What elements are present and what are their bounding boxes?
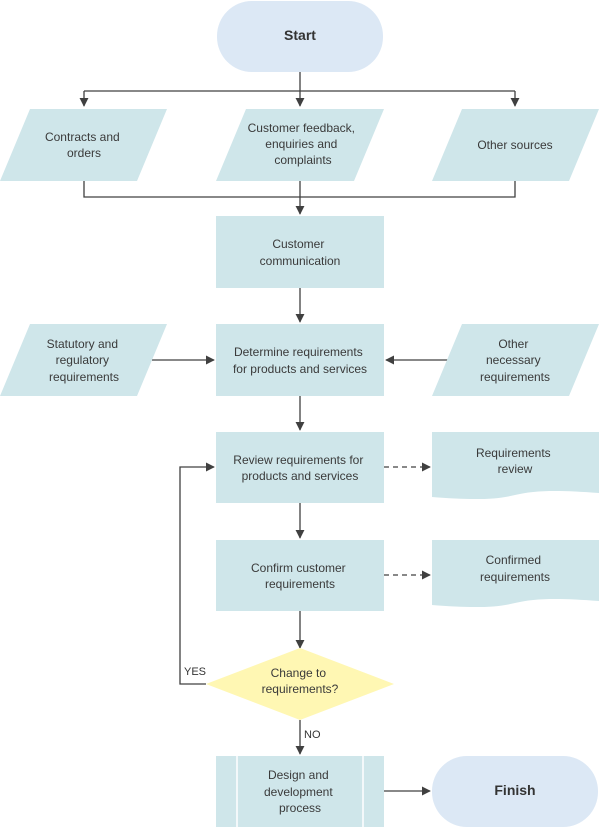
finish-node: Finish <box>432 756 598 827</box>
design-node: Design and development process <box>216 756 384 827</box>
customer-communication-label: Customer communication <box>260 237 341 268</box>
determine-node: Determine requirements for products and … <box>216 324 384 396</box>
edge-decision-yes-loop <box>179 462 215 685</box>
yes-label: YES <box>184 666 206 678</box>
feedback-node: Customer feedback, enquiries and complai… <box>216 109 384 181</box>
review-node: Review requirements for products and ser… <box>216 432 384 503</box>
confirm-label: Confirm customer requirements <box>251 561 349 591</box>
review-label: Review requirements for products and ser… <box>233 453 366 483</box>
customer-communication-node: Customer communication <box>216 216 384 288</box>
start-node: Start <box>217 1 383 72</box>
decision-label: Change to requirements? <box>262 666 339 696</box>
other-necessary-node: Other necessary requirements <box>432 324 599 396</box>
confirmed-requirements-label: Confirmed requirements <box>480 553 550 584</box>
requirements-review-document: Requirements review <box>432 432 599 500</box>
contracts-node: Contracts and orders <box>0 109 167 181</box>
no-label: NO <box>304 729 321 741</box>
other-necessary-label: Other necessary requirements <box>480 337 550 384</box>
determine-label: Determine requirements for products and … <box>233 345 367 376</box>
contracts-label: Contracts and orders <box>45 130 123 160</box>
design-label: Design and development process <box>264 768 336 815</box>
requirements-review-label: Requirements review <box>476 446 554 476</box>
confirmed-requirements-document: Confirmed requirements <box>432 540 599 608</box>
other-sources-label: Other sources <box>477 138 552 152</box>
finish-label: Finish <box>494 782 535 798</box>
connectors <box>79 72 520 796</box>
confirm-node: Confirm customer requirements <box>216 540 384 611</box>
decision-node: Change to requirements? <box>206 648 394 720</box>
start-label: Start <box>284 27 316 43</box>
statutory-label: Statutory and regulatory requirements <box>47 337 122 384</box>
feedback-label: Customer feedback, enquiries and complai… <box>248 121 359 167</box>
other-sources-node: Other sources <box>432 109 599 181</box>
statutory-node: Statutory and regulatory requirements <box>0 324 167 396</box>
